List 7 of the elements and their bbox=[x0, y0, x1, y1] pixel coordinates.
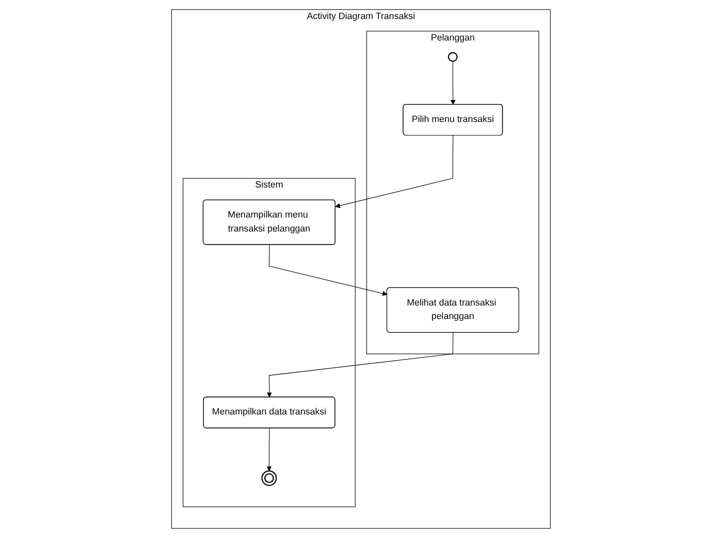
node-circle bbox=[448, 52, 458, 62]
arrow bbox=[268, 244, 388, 296]
node-doublecircle bbox=[261, 470, 277, 486]
arrow bbox=[335, 135, 454, 208]
arrow bbox=[450, 60, 456, 105]
arrow bbox=[266, 332, 454, 398]
arrow bbox=[266, 428, 272, 472]
